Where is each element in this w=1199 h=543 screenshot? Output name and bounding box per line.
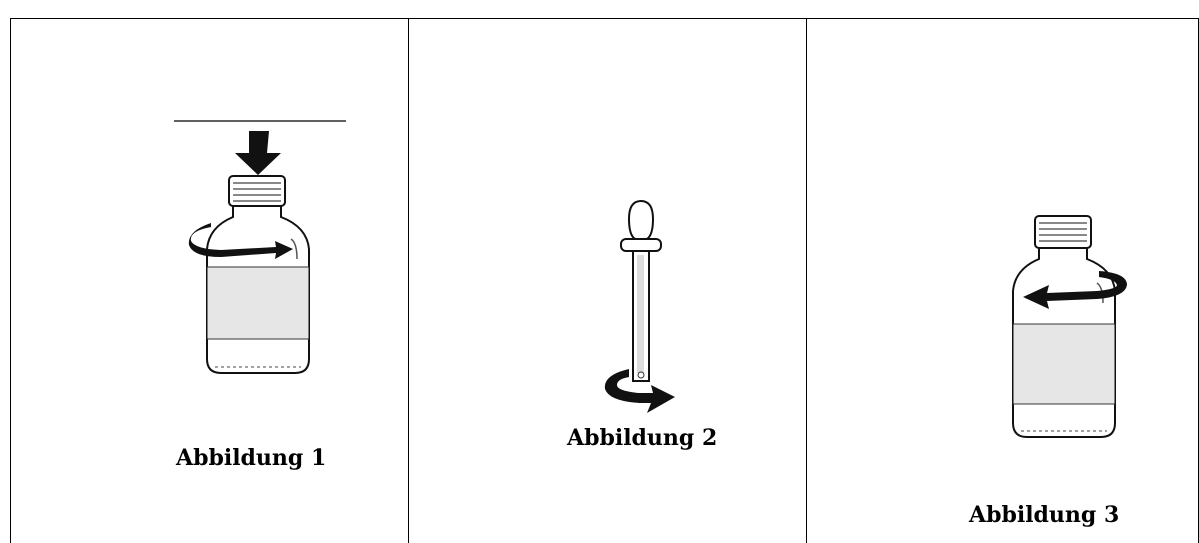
figure-cell-2: Abbildung 2 [409,19,806,543]
table-left-border [10,18,11,543]
figure-caption-2: Abbildung 2 [567,425,718,451]
bottle-close-turn-illustration [1012,215,1127,438]
figure-cell-3: Abbildung 3 [807,19,1198,543]
figure-caption-3: Abbildung 3 [969,502,1120,528]
table-divider-1 [408,18,409,543]
figure-caption-1: Abbildung 1 [176,445,327,471]
bottle-press-turn-illustration [174,120,346,374]
dropper-turn-illustration [604,199,675,413]
figure-cell-1: Abbildung 1 [11,19,408,543]
table-divider-2 [806,18,807,543]
table-top-border [10,18,1199,19]
